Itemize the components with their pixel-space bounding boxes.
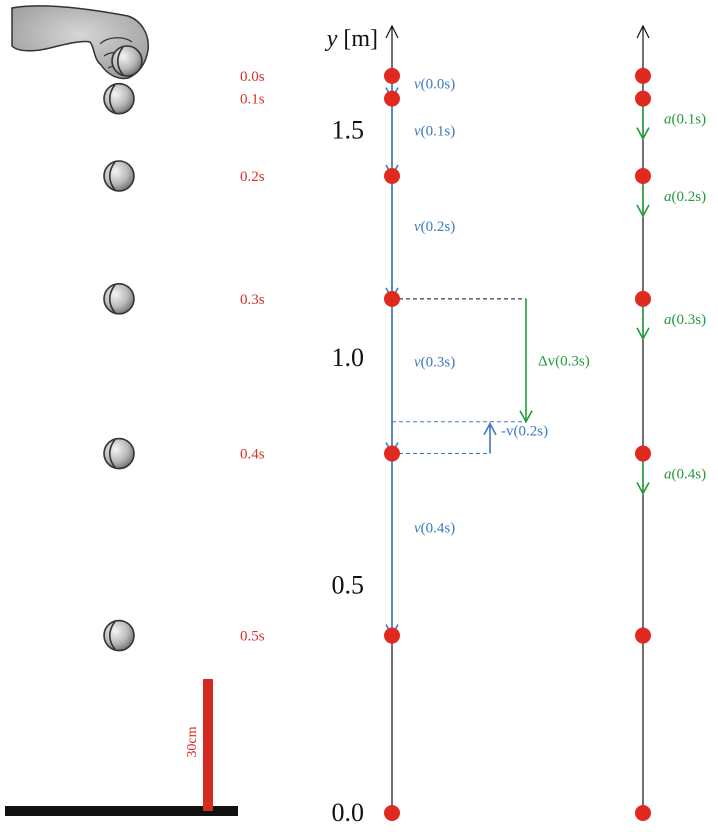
velocity-label-var: v xyxy=(414,520,421,536)
tennis-ball-icon xyxy=(103,160,135,192)
acceleration-label-arg: (0.2s) xyxy=(672,189,707,205)
acceleration-label-arg: (0.1s) xyxy=(672,112,707,128)
time-label: 0.3s xyxy=(240,292,265,308)
acceleration-arrow-head xyxy=(636,327,650,341)
acceleration-label-var: a xyxy=(664,189,672,205)
acceleration-label-var: a xyxy=(664,112,672,128)
tick-label: 0.5 xyxy=(332,571,365,600)
velocity-label-var: v xyxy=(414,219,421,235)
tennis-ball-icon xyxy=(103,619,135,652)
neg-v-arrow xyxy=(483,422,497,454)
acceleration-axis-arrowhead xyxy=(636,24,650,39)
position-dot xyxy=(384,627,400,644)
position-dot-right xyxy=(635,627,651,644)
position-dot xyxy=(384,805,400,821)
tennis-ball-seam xyxy=(108,621,116,651)
time-label: 0.1s xyxy=(240,92,265,108)
tennis-ball-icon xyxy=(103,283,135,315)
delta-v-arrow xyxy=(519,298,533,424)
acceleration-label: a(0.3s) xyxy=(664,312,706,328)
tennis-ball-body xyxy=(103,160,135,192)
neg-v-arrow-head xyxy=(483,422,497,436)
tick-label: 1.5 xyxy=(332,116,365,145)
position-dot-right xyxy=(635,168,651,184)
time-label: 0.5s xyxy=(240,629,265,645)
tennis-ball-seam xyxy=(108,284,116,314)
velocity-label: v(0.4s) xyxy=(414,520,455,536)
tennis-ball-seam xyxy=(108,84,116,114)
ground-bar xyxy=(5,806,238,816)
tick-label: 1.0 xyxy=(332,343,365,372)
tennis-ball-seam xyxy=(108,439,116,469)
tennis-ball-body xyxy=(103,619,135,652)
position-dot xyxy=(384,67,400,84)
velocity-label-arg: (0.2s) xyxy=(421,219,456,235)
acceleration-label: a(0.2s) xyxy=(664,189,706,205)
position-dot-right xyxy=(635,290,651,307)
velocity-arrow xyxy=(385,298,399,456)
acceleration-label-var: a xyxy=(664,312,672,328)
tennis-ball-body xyxy=(103,82,135,115)
tennis-ball-body xyxy=(103,283,135,315)
neg-v-label: -v(0.2s) xyxy=(501,424,548,440)
velocity-label-arg: (0.0s) xyxy=(421,76,456,92)
tennis-ball-body xyxy=(111,45,143,77)
time-label: 0.0s xyxy=(240,69,265,85)
position-dot-right xyxy=(635,67,651,84)
velocity-label-arg: (0.4s) xyxy=(421,520,456,536)
tennis-ball-seam xyxy=(108,161,116,191)
velocity-label-arg: (0.1s) xyxy=(421,124,456,140)
acceleration-label-var: a xyxy=(664,467,672,483)
velocity-label: v(0.1s) xyxy=(414,124,455,140)
position-dot-right xyxy=(635,805,651,821)
tennis-ball-icon xyxy=(103,437,135,470)
delta-v-label: Δv(0.3s) xyxy=(538,353,590,369)
velocity-arrow xyxy=(385,98,399,178)
delta-v-arrow-head xyxy=(519,410,533,424)
velocity-label-var: v xyxy=(414,124,421,140)
tennis-ball-icon xyxy=(103,82,135,115)
acceleration-label-arg: (0.3s) xyxy=(672,312,707,328)
velocity-arrow xyxy=(385,176,399,301)
position-dot xyxy=(384,445,400,462)
acceleration-arrow-head xyxy=(636,127,650,141)
y-axis-arrowhead xyxy=(385,24,399,39)
tennis-ball-body xyxy=(103,437,135,470)
axis-label-var: y xyxy=(325,26,338,52)
position-dot xyxy=(384,290,400,307)
tennis-ball-seam xyxy=(116,46,124,76)
position-dot xyxy=(384,90,400,107)
axis-label-unit: [m] xyxy=(343,26,378,52)
time-label: 0.2s xyxy=(240,169,265,185)
velocity-label-arg: (0.3s) xyxy=(421,355,456,371)
time-label: 0.4s xyxy=(240,447,265,463)
velocity-label-var: v xyxy=(414,76,421,92)
position-dot-right xyxy=(635,445,651,462)
acceleration-arrow-head xyxy=(636,204,650,218)
ruler-bar xyxy=(203,679,213,811)
axis-label: y[m] xyxy=(325,26,378,52)
velocity-arrow xyxy=(385,453,399,638)
position-dot-right xyxy=(635,90,651,107)
tennis-ball-icon xyxy=(111,45,143,77)
velocity-label: v(0.2s) xyxy=(414,219,455,235)
acceleration-label-arg: (0.4s) xyxy=(672,467,707,483)
acceleration-label: a(0.1s) xyxy=(664,112,706,128)
position-dot xyxy=(384,168,400,184)
velocity-label-var: v xyxy=(414,355,421,371)
velocity-label: v(0.3s) xyxy=(414,355,455,371)
acceleration-label: a(0.4s) xyxy=(664,467,706,483)
velocity-label: v(0.0s) xyxy=(414,76,455,92)
tick-label: 0.0 xyxy=(332,798,365,827)
ruler-label: 30cm xyxy=(185,726,200,757)
acceleration-arrow-head xyxy=(636,482,650,496)
